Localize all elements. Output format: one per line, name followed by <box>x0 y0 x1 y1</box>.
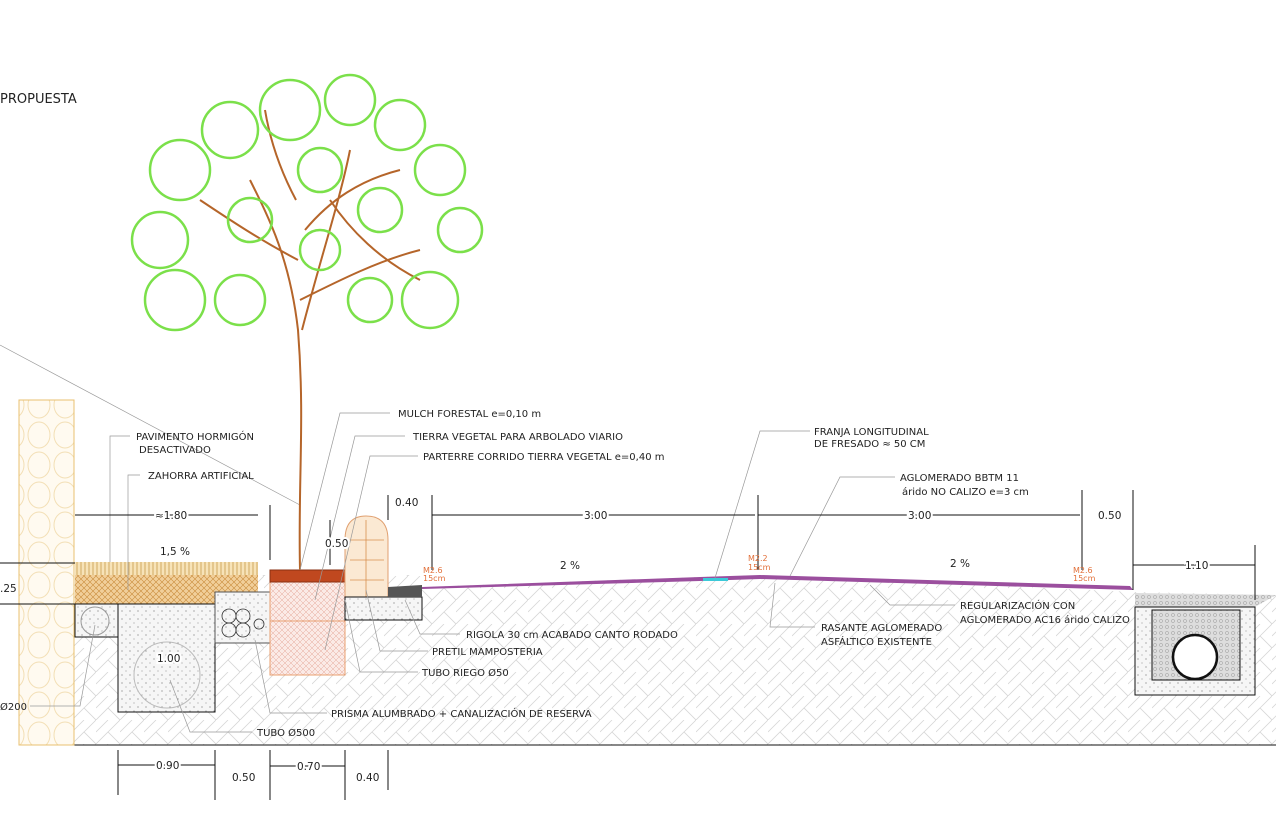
pavimento-layer <box>75 562 258 575</box>
label-mulch: MULCH FORESTAL e=0,10 m <box>398 409 541 420</box>
rigola <box>388 585 422 597</box>
label-franja-1: FRANJA LONGITUDINAL <box>814 427 929 438</box>
mark-code: M2.2 <box>748 554 768 563</box>
label-zahorra: ZAHORRA ARTIFICIAL <box>148 471 254 482</box>
label-pavimento-2: DESACTIVADO <box>139 445 211 456</box>
tree-foliage <box>130 73 484 332</box>
label-prisma: PRISMA ALUMBRADO + CANALIZACIÓN DE RESER… <box>331 707 592 720</box>
prisma-alumbrado <box>214 591 271 644</box>
dim-050-planter: 0.50 <box>325 538 348 550</box>
planter-soil <box>269 581 346 676</box>
mulch-layer <box>269 569 346 583</box>
label-tubo-500: TUBO Ø500 <box>256 727 315 739</box>
mark-code: M2.6 <box>423 566 443 575</box>
tube-500 <box>133 641 201 709</box>
label-rasante-1: RASANTE AGLOMERADO <box>821 623 942 634</box>
label-franja-2: DE FRESADO ≈ 50 CM <box>814 439 925 450</box>
conduits <box>221 608 265 638</box>
tube-trench <box>117 603 216 713</box>
dim-bottom-050: 0.50 <box>232 772 255 784</box>
label-tubo-riego: TUBO RIEGO Ø50 <box>421 667 509 679</box>
dim-100: 1.00 <box>157 653 180 665</box>
pretil-mamposteria <box>344 515 389 598</box>
dim-300-b: 3.00 <box>908 510 931 522</box>
label-tubo-200: Ø200 <box>0 701 27 713</box>
label-bbtm-1: AGLOMERADO BBTM 11 <box>900 473 1019 484</box>
dim-110: 1.10 <box>1185 560 1208 572</box>
fresado-strip <box>703 578 728 581</box>
label-pretil: PRETIL MAMPOSTERIA <box>432 647 543 658</box>
mark-code: M2.6 <box>1073 566 1093 575</box>
drawing-title: PROPUESTA <box>0 92 77 107</box>
slope-walkway: 1,5 % <box>160 546 190 558</box>
dim-bottom-070: 0.70 <box>297 761 320 773</box>
rigola-base <box>344 596 423 621</box>
label-bbtm-2: árido NO CALIZO e=3 cm <box>902 486 1029 498</box>
slope-road-a: 2 % <box>560 560 580 572</box>
dim-050-right: 0.50 <box>1098 510 1121 522</box>
slope-road-b: 2 % <box>950 558 970 570</box>
leader-lines <box>30 412 955 733</box>
road-surface <box>422 575 1133 590</box>
dim-300-a: 3.00 <box>584 510 607 522</box>
mark-depth: 15cm <box>748 563 771 572</box>
label-pavimento-1: PAVIMENTO HORMIGÓN <box>136 430 254 443</box>
dim-025: .25 <box>0 583 17 595</box>
dimension-lines <box>0 490 1256 800</box>
dim-bottom-090: 0.90 <box>156 760 179 772</box>
label-regularizacion-2: AGLOMERADO AC16 árido CALIZO <box>960 614 1130 626</box>
dim-040-top: 0.40 <box>395 497 418 509</box>
mark-depth: 15cm <box>423 574 446 583</box>
dim-180: ≈1.80 <box>155 510 187 522</box>
tree-trunk <box>199 109 421 571</box>
label-parterre: PARTERRE CORRIDO TIERRA VEGETAL e=0,40 m <box>423 452 664 463</box>
drain-pipe <box>1171 633 1219 681</box>
ditch-fill <box>1135 593 1276 607</box>
wall-leader <box>0 344 301 506</box>
label-rigola: RIGOLA 30 cm ACABADO CANTO RODADO <box>466 630 678 641</box>
label-rasante-2: ASFÁLTICO EXISTENTE <box>821 635 932 648</box>
dim-bottom-040: 0.40 <box>356 772 379 784</box>
label-regularizacion-1: REGULARIZACIÓN CON <box>960 599 1075 612</box>
stone-wall <box>18 399 75 746</box>
tube-200 <box>80 606 110 636</box>
tree <box>130 73 484 571</box>
label-tierra: TIERRA VEGETAL PARA ARBOLADO VIARIO <box>412 432 623 443</box>
mark-depth: 15cm <box>1073 574 1096 583</box>
